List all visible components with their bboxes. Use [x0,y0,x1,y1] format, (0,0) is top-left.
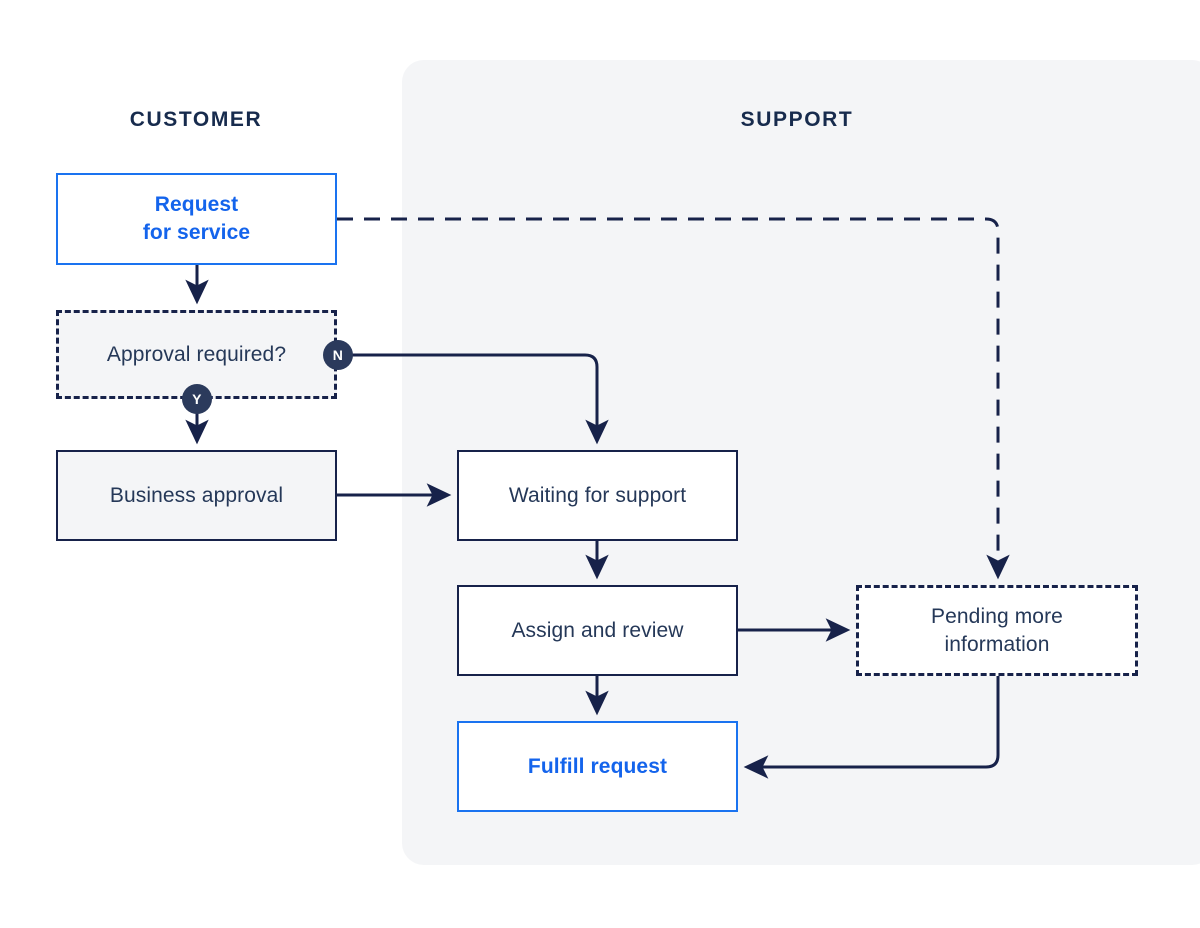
node-fulfill-request-label: Fulfill request [527,754,668,778]
node-business-approval-label: Business approval [109,483,284,507]
node-fulfill-request[interactable]: Fulfill request [457,721,738,812]
node-label-line-1: Pending more [931,604,1063,628]
badge-no: N [323,340,353,370]
node-waiting-for-support[interactable]: Waiting for support [457,450,738,541]
node-business-approval[interactable]: Business approval [56,450,337,541]
node-assign-and-review-label: Assign and review [511,618,684,642]
edge-request-to-pending-dashed [337,217,1010,580]
node-label-line-2: information [944,632,1050,656]
node-pending-more-information[interactable]: Pending more information [856,585,1138,676]
node-request-for-service-label: Request for service [143,191,250,246]
node-approval-required-label: Approval required? [106,342,287,366]
edge-approval-no-to-waiting [352,353,609,445]
node-assign-and-review[interactable]: Assign and review [457,585,738,676]
edge-pending-to-fulfill [743,676,1000,779]
badge-no-label: N [332,347,344,363]
node-waiting-for-support-label: Waiting for support [508,483,687,507]
node-pending-more-information-label: Pending more information [931,603,1063,658]
node-label-line-2: for service [142,221,251,244]
lane-label-customer: CUSTOMER [129,108,263,131]
node-request-for-service[interactable]: Request for service [56,173,337,265]
lane-label-support: SUPPORT [740,108,854,131]
badge-yes: Y [182,384,212,414]
badge-yes-label: Y [192,391,202,407]
node-label-line-1: Request [154,193,239,217]
